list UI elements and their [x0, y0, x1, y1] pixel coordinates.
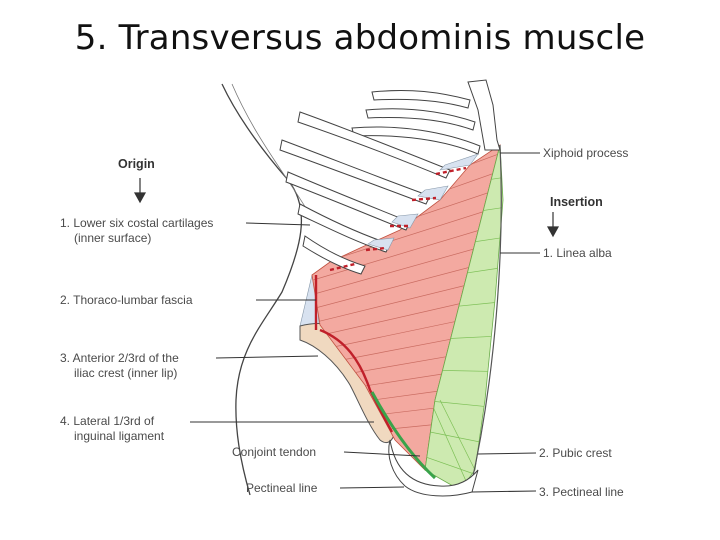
origin-item-3: 3. Anterior 2/3rd of the iliac crest (in… — [60, 351, 179, 381]
xiphoid-process — [467, 79, 501, 151]
pectineal-line-label: Pectineal line — [246, 481, 318, 495]
origin-item-2: 2. Thoraco-lumbar fascia — [60, 293, 193, 308]
body-outline — [221, 83, 303, 496]
origin-item-1-line1: 1. Lower six costal cartilages — [60, 216, 214, 230]
insertion-item-1: 1. Linea alba — [543, 246, 612, 260]
insertion-heading: Insertion — [550, 195, 603, 209]
origin-item-3-line2: iliac crest (inner lip) — [74, 366, 178, 380]
costal-origin-marks — [329, 166, 467, 272]
pubic-bone — [388, 439, 479, 497]
ribcage-back-line — [231, 83, 311, 216]
leader-lines — [190, 152, 540, 493]
origin-item-4-line1: 4. Lateral 1/3rd of — [60, 414, 155, 428]
inguinal-origin-line — [370, 391, 437, 480]
origin-heading: Origin — [118, 157, 155, 171]
origin-arrow — [133, 178, 147, 204]
xiphoid-label: Xiphoid process — [543, 146, 629, 160]
ribs — [279, 89, 481, 275]
iliac-origin-line — [319, 328, 394, 433]
origin-item-4: 4. Lateral 1/3rd of inguinal ligament — [60, 414, 164, 444]
conjoint-tendon-label: Conjoint tendon — [232, 445, 317, 459]
costal-cartilages — [367, 153, 479, 251]
slide-title: 5. Transversus abdominis muscle — [74, 18, 646, 58]
origin-item-1: 1. Lower six costal cartilages (inner su… — [60, 216, 213, 246]
origin-item-4-line2: inguinal ligament — [74, 429, 165, 443]
origin-item-2-line1: 2. Thoraco-lumbar fascia — [60, 293, 193, 307]
origin-item-1-line2: (inner surface) — [74, 231, 152, 245]
insertion-arrow — [546, 212, 560, 238]
insertion-item-3: 3. Pectineal line — [539, 485, 624, 499]
origin-item-3-line1: 3. Anterior 2/3rd of the — [60, 351, 179, 365]
insertion-item-2: 2. Pubic crest — [539, 446, 612, 460]
linea-alba — [469, 144, 502, 491]
